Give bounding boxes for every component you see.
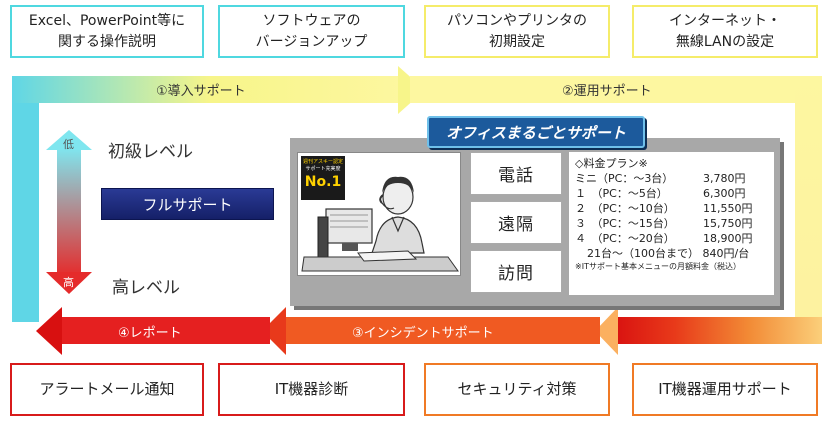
pricing-row: ミニ（PC：～3台） 3,780円 bbox=[575, 171, 770, 186]
low-level-char: 低 bbox=[63, 138, 74, 151]
channel-visit: 訪問 bbox=[470, 250, 562, 293]
full-support-banner: フルサポート bbox=[101, 188, 274, 220]
pricing-note: ※ITサポート基本メニューの月額料金（税込） bbox=[575, 262, 741, 271]
incident-arrow-head-2 bbox=[262, 307, 286, 355]
plan-price: 15,750円 bbox=[703, 217, 753, 230]
level-arrow-top bbox=[46, 130, 92, 150]
right-flow-bar bbox=[795, 76, 822, 344]
top-box-network-line2: 無線LANの設定 bbox=[675, 33, 775, 50]
award-badge-line1: 週刊アスキー認定 bbox=[302, 159, 343, 165]
top-box-setup-line2: 初期設定 bbox=[489, 33, 545, 50]
intro-support-label: ①導入サポート bbox=[156, 84, 246, 99]
pricing-row: ２ （PC：～10台） 11,550円 bbox=[575, 201, 770, 216]
pricing-row: １ （PC：～5台） 6,300円 bbox=[575, 186, 770, 201]
award-badge-line2: サポート充実度 bbox=[305, 166, 341, 172]
plan-price: 11,550円 bbox=[703, 202, 753, 215]
top-box-office-line2: 関する操作説明 bbox=[58, 33, 156, 50]
operator-illustration: 週刊アスキー認定 サポート充実度 No.1 bbox=[297, 152, 461, 276]
incident-support-label: ③インシデントサポート bbox=[352, 326, 494, 341]
top-flow-band bbox=[12, 76, 407, 103]
incident-arrow-head-1 bbox=[595, 307, 618, 355]
top-box-software-line2: バージョンアップ bbox=[255, 33, 368, 50]
award-badge-rank: No.1 bbox=[304, 174, 342, 190]
advanced-level-label: 高レベル bbox=[112, 278, 180, 298]
plan-price: 18,900円 bbox=[703, 232, 753, 245]
report-arrow-head bbox=[36, 307, 62, 355]
top-box-office: Excel、PowerPoint等に関する操作説明 bbox=[10, 5, 204, 58]
top-box-network: インターネット・無線LANの設定 bbox=[632, 5, 818, 58]
top-box-setup: パソコンやプリンタの初期設定 bbox=[424, 5, 610, 58]
channel-remote: 遠隔 bbox=[470, 201, 562, 244]
bottom-box-alert-mail: アラートメール通知 bbox=[10, 363, 204, 416]
top-box-software: ソフトウェアのバージョンアップ bbox=[218, 5, 405, 58]
top-box-network-line1: インターネット・ bbox=[669, 12, 781, 29]
pricing-extra: 21台～（100台まで） 840円/台 bbox=[587, 247, 750, 260]
level-arrow-shaft bbox=[57, 148, 81, 276]
high-level-char: 高 bbox=[63, 276, 74, 289]
service-title-banner: オフィスまるごとサポート bbox=[427, 116, 645, 148]
incident-band-2 bbox=[280, 317, 600, 344]
operation-support-label: ②運用サポート bbox=[562, 84, 652, 99]
bottom-box-security: セキュリティ対策 bbox=[424, 363, 610, 416]
pricing-row: ３ （PC：～15台） 15,750円 bbox=[575, 216, 770, 231]
plan-name: ミニ（PC：～3台） bbox=[575, 172, 674, 185]
plan-name: ２ （PC：～10台） bbox=[575, 202, 675, 215]
operator-icon bbox=[301, 176, 459, 272]
pricing-row: ４ （PC：～20台） 18,900円 bbox=[575, 231, 770, 246]
top-box-setup-line1: パソコンやプリンタの bbox=[447, 12, 587, 29]
top-box-software-line1: ソフトウェアの bbox=[262, 12, 361, 29]
operation-band bbox=[410, 76, 822, 103]
plan-name: ３ （PC：～15台） bbox=[575, 217, 675, 230]
bottom-box-it-diagnosis: IT機器診断 bbox=[218, 363, 405, 416]
award-badge: 週刊アスキー認定 サポート充実度 No.1 bbox=[301, 156, 345, 200]
report-band bbox=[58, 317, 270, 344]
plan-price: 3,780円 bbox=[703, 172, 746, 185]
plan-price: 6,300円 bbox=[703, 187, 746, 200]
channel-phone: 電話 bbox=[470, 152, 562, 195]
bottom-box-it-operation: IT機器運用サポート bbox=[632, 363, 818, 416]
plan-name: ４ （PC：～20台） bbox=[575, 232, 675, 245]
pricing-table: ◇料金プラン※ ミニ（PC：～3台） 3,780円 １ （PC：～5台） 6,300… bbox=[569, 152, 774, 295]
report-label: ④レポート bbox=[118, 326, 182, 341]
level-arrow-bottom bbox=[46, 272, 92, 294]
top-box-office-line1: Excel、PowerPoint等に bbox=[28, 12, 186, 29]
left-flow-bar bbox=[12, 76, 39, 322]
incident-band bbox=[612, 317, 822, 344]
plan-name: １ （PC：～5台） bbox=[575, 187, 668, 200]
pricing-heading: ◇料金プラン※ bbox=[575, 157, 648, 170]
beginner-level-label: 初級レベル bbox=[108, 142, 193, 162]
